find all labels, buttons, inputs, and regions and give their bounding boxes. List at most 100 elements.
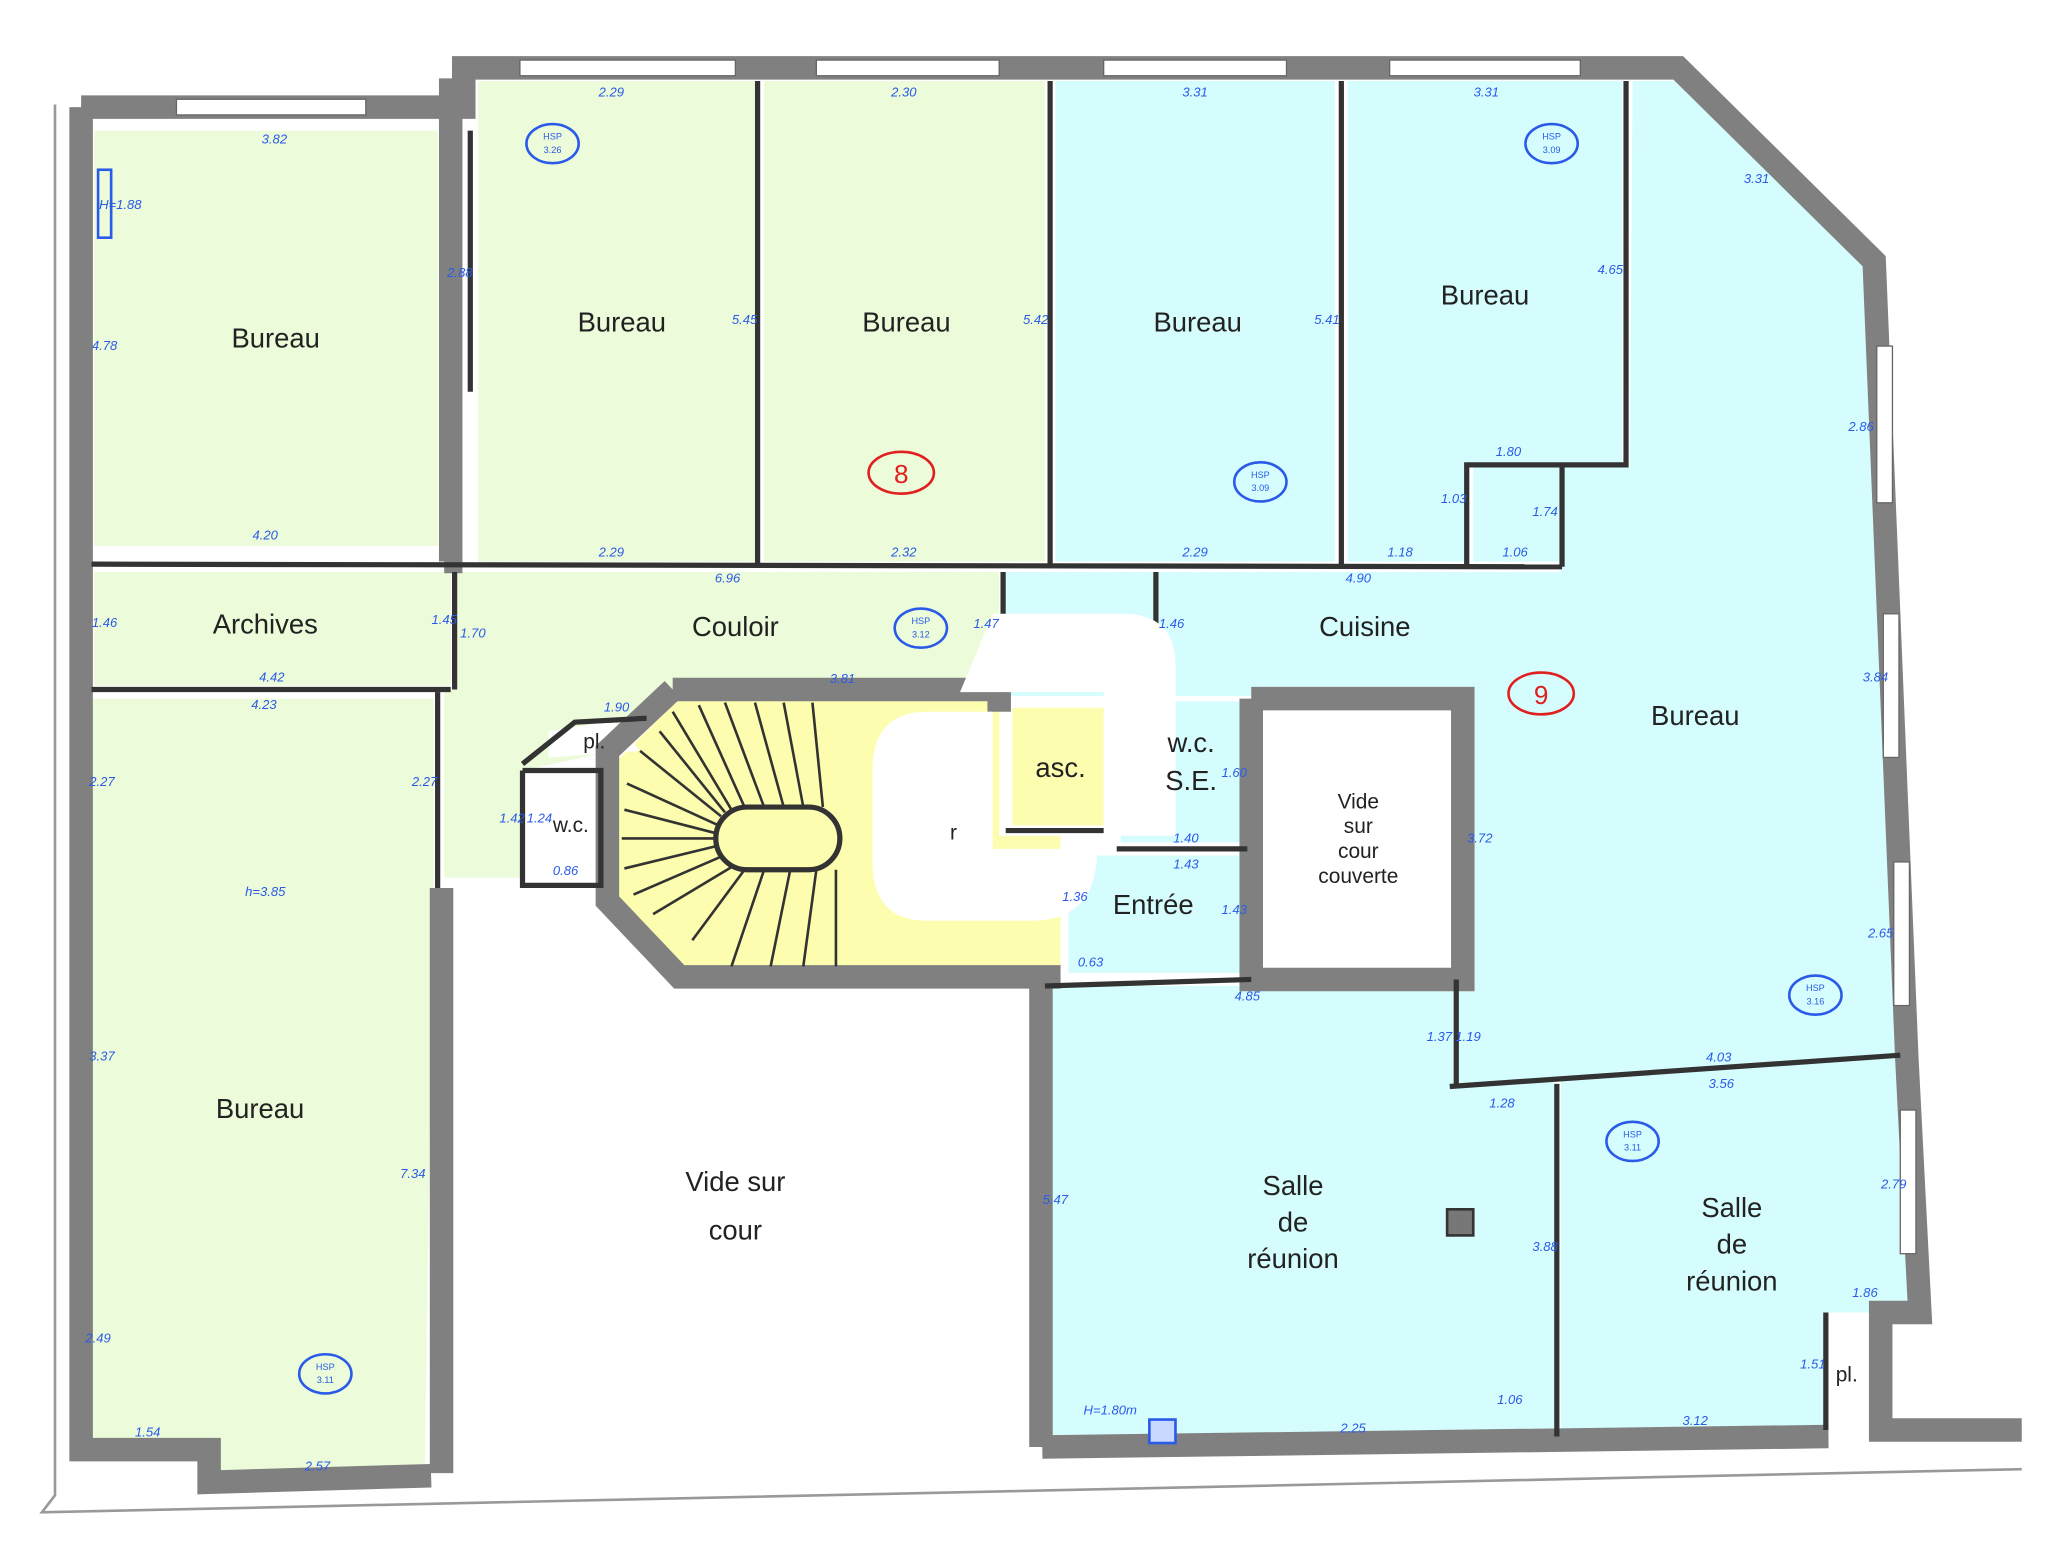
svg-text:5.45: 5.45: [732, 312, 758, 327]
svg-text:1.42: 1.42: [499, 811, 525, 826]
svg-text:3.31: 3.31: [1744, 171, 1769, 186]
svg-text:5.42: 5.42: [1023, 312, 1049, 327]
room-salle-reunion-2[interactable]: [1560, 1055, 1910, 1434]
label-wc: w.c.: [552, 814, 589, 837]
svg-text:3.88: 3.88: [1532, 1239, 1558, 1254]
svg-text:5.47: 5.47: [1043, 1192, 1069, 1207]
window: [1103, 59, 1288, 77]
svg-text:H=1.80m: H=1.80m: [1084, 1402, 1137, 1417]
svg-text:1.54: 1.54: [135, 1425, 160, 1440]
room-entree[interactable]: [1068, 855, 1243, 973]
dimension-labels: 2.29 2.30 3.31 3.31 3.82 5.45 5.42 5.41 …: [84, 85, 1906, 1474]
logo-watermark: [872, 613, 1176, 921]
room-fills: [88, 80, 1910, 1479]
room-bureau-t4[interactable]: [1055, 80, 1335, 562]
svg-text:HSP: HSP: [911, 616, 930, 626]
svg-text:2.25: 2.25: [1339, 1421, 1366, 1436]
svg-text:3.26: 3.26: [544, 145, 562, 155]
svg-text:HSP: HSP: [1806, 983, 1825, 993]
svg-text:1.86: 1.86: [1852, 1285, 1878, 1300]
room-couloir[interactable]: [444, 571, 1000, 878]
room-bureau-right[interactable]: [1247, 80, 1901, 1087]
svg-text:3.31: 3.31: [1474, 85, 1499, 100]
svg-text:7.34: 7.34: [400, 1166, 425, 1181]
label-bureau: Bureau: [216, 1093, 304, 1124]
room-closet[interactable]: [1473, 467, 1560, 562]
svg-text:HSP: HSP: [1251, 470, 1270, 480]
svg-text:3.16: 3.16: [1807, 996, 1825, 1006]
svg-text:3.82: 3.82: [262, 132, 288, 147]
svg-text:3.09: 3.09: [1251, 483, 1269, 493]
svg-text:2.79: 2.79: [1880, 1176, 1906, 1191]
svg-text:4.23: 4.23: [251, 697, 277, 712]
lot-marker-8: 8: [867, 450, 936, 495]
room-bureau-t3[interactable]: [764, 80, 1045, 562]
svg-text:2.57: 2.57: [304, 1458, 331, 1473]
room-asc[interactable]: [1012, 707, 1107, 826]
room-bureau-t5[interactable]: [1347, 80, 1623, 562]
window: [1389, 59, 1581, 77]
lot-marker-9: 9: [1507, 671, 1576, 716]
room-wc[interactable]: [529, 773, 601, 881]
svg-text:1.37: 1.37: [1427, 1029, 1453, 1044]
partitions: [91, 80, 1901, 1437]
label-cuisine: Cuisine: [1319, 611, 1410, 642]
svg-text:HSP: HSP: [543, 132, 562, 142]
svg-text:2.29: 2.29: [598, 85, 624, 100]
room-bureau-t2[interactable]: [478, 80, 755, 562]
svg-text:2.30: 2.30: [890, 85, 917, 100]
room-vide-sur-cour[interactable]: [441, 898, 1032, 1471]
room-bureau-bl[interactable]: [88, 698, 434, 1479]
radiator: [1148, 1418, 1177, 1445]
room-labels: Bureau Bureau Bureau Bureau Bureau Burea…: [213, 279, 1858, 1386]
hsp-marker: HSP 3.16: [1787, 974, 1843, 1017]
hsp-marker: HSP 3.09: [1232, 460, 1288, 503]
svg-text:1.90: 1.90: [604, 700, 630, 715]
label-pl: pl.: [583, 730, 605, 753]
svg-text:HSP: HSP: [316, 1362, 335, 1372]
svg-text:4.65: 4.65: [1598, 262, 1624, 277]
svg-text:2.65: 2.65: [1867, 926, 1894, 941]
window: [519, 59, 737, 77]
walls: [69, 56, 2022, 1495]
svg-text:2.29: 2.29: [1181, 544, 1207, 559]
svg-text:3.09: 3.09: [1543, 145, 1561, 155]
window: [815, 59, 1000, 77]
svg-text:2.27: 2.27: [411, 774, 438, 789]
room-vide-couverte[interactable]: [1260, 707, 1457, 970]
svg-text:3.72: 3.72: [1467, 830, 1493, 845]
svg-text:1.24: 1.24: [527, 811, 552, 826]
label-entree: Entrée: [1113, 889, 1194, 920]
svg-text:h=3.85: h=3.85: [245, 884, 286, 899]
svg-text:2.88: 2.88: [446, 265, 473, 280]
svg-text:3.11: 3.11: [317, 1375, 334, 1385]
site-outline: [39, 104, 2022, 1514]
svg-text:0.86: 0.86: [553, 863, 579, 878]
label-bureau: Bureau: [1441, 279, 1529, 310]
window: [1899, 1109, 1917, 1255]
svg-text:4.90: 4.90: [1346, 570, 1372, 585]
svg-text:3.81: 3.81: [830, 671, 855, 686]
room-pl-bottom[interactable]: [1828, 1316, 1868, 1429]
window: [1882, 613, 1900, 759]
radiator: [96, 168, 113, 239]
label-bureau: Bureau: [862, 307, 950, 338]
label-wc-se: S.E.: [1165, 765, 1217, 796]
svg-text:1.80: 1.80: [1496, 444, 1522, 459]
svg-text:1.03: 1.03: [1441, 491, 1467, 506]
svg-text:1.40: 1.40: [1173, 830, 1199, 845]
svg-text:4.78: 4.78: [92, 338, 118, 353]
svg-text:3.11: 3.11: [1624, 1143, 1641, 1153]
room-bureau-tl[interactable]: [94, 130, 438, 546]
label-pl: pl.: [1836, 1364, 1858, 1387]
svg-text:1.43: 1.43: [1173, 856, 1199, 871]
svg-text:H=1.88: H=1.88: [99, 197, 142, 212]
svg-text:1.47: 1.47: [973, 616, 999, 631]
svg-text:5.41: 5.41: [1314, 312, 1339, 327]
room-archives[interactable]: [94, 571, 451, 686]
svg-text:1.46: 1.46: [92, 615, 118, 630]
label-bureau: Bureau: [232, 322, 320, 353]
svg-text:2.32: 2.32: [890, 544, 917, 559]
svg-text:1.06: 1.06: [1497, 1392, 1523, 1407]
